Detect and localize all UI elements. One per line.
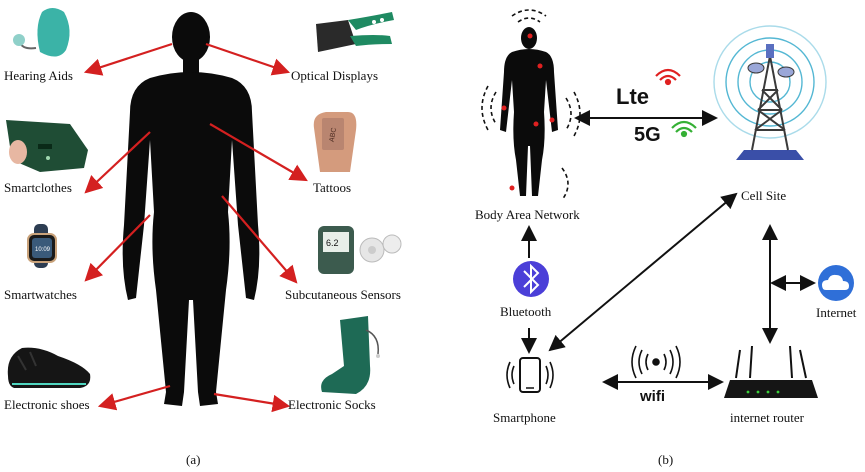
arrow-electronic-shoes [97,384,171,411]
label-hearing-aids: Hearing Aids [4,68,73,83]
internet-cloud-icon [818,265,854,301]
tattoo-icon: ABC [313,112,357,172]
arrow-phone-cell [548,192,738,352]
label-subcutaneous-sensors: Subcutaneous Sensors [285,287,401,302]
label-electronic-socks: Electronic Socks [288,397,376,412]
electronic-shoe-icon [7,347,91,388]
arrow-subcutaneous-sensors [221,195,298,284]
label-smartclothes: Smartclothes [4,180,72,195]
subcutaneous-sensor-icon: 6.2 [318,226,402,274]
fiveg-signal-icon [671,120,697,138]
electronic-sock-icon [321,316,380,394]
label-optical-displays: Optical Displays [291,68,379,83]
lte-signal-icon [655,68,681,86]
tattoo-text: ABC [329,127,338,142]
device-arrows [83,42,308,413]
caption-panel-b: (b) [658,452,674,467]
smartwatch-icon: 10:09 [27,224,57,268]
human-silhouette [122,12,260,406]
label-wifi: wifi [640,388,665,405]
label-electronic-shoes: Electronic shoes [4,397,90,412]
bluetooth-icon [513,261,549,297]
arrow-electronic-socks [213,392,291,413]
label-internet-router: internet router [730,410,804,425]
arrow-tattoos [209,123,308,182]
label-internet: Internet [816,305,857,320]
smartclothes-icon [6,120,88,172]
body-area-network-figure [500,27,558,196]
arrow-smartwatches [84,214,151,282]
label-body-area-network: Body Area Network [475,207,580,222]
optical-display-icon [316,12,394,52]
wifi-signal-icon [631,345,681,379]
label-cell-site: Cell Site [741,188,787,203]
label-lte: Lte [616,84,649,109]
label-smartphone: Smartphone [493,410,556,425]
label-bluetooth: Bluetooth [500,304,552,319]
arrow-smartclothes [84,131,151,194]
sensor-reading: 6.2 [326,238,339,248]
label-tattoos: Tattoos [313,180,352,195]
caption-panel-a: (a) [186,452,201,467]
label-5g: 5G [634,124,661,146]
label-smartwatches: Smartwatches [4,287,77,302]
smartphone-icon [506,357,554,393]
arrow-optical-displays [205,42,291,76]
arrow-hearing-aids [83,42,173,76]
internet-router-icon [724,345,818,398]
hearing-aid-icon [13,8,70,57]
svg-text:10:09: 10:09 [35,247,51,253]
cell-tower-icon [713,25,827,160]
